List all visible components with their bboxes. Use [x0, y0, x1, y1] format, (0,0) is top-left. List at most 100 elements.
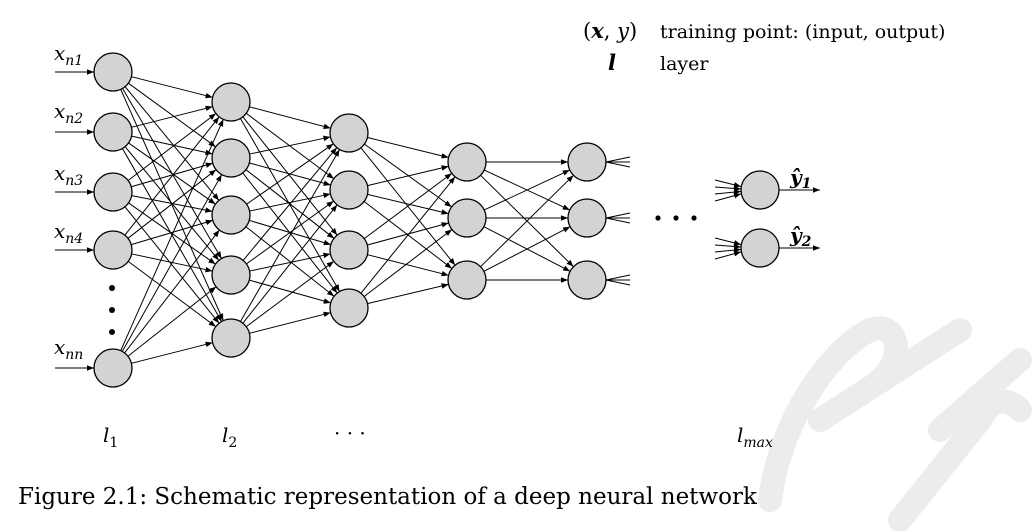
edge-l3-n4-to-n2 [363, 229, 453, 297]
hidden-layers-ellipsis [655, 215, 697, 221]
input-label-xnn: xnn [54, 335, 83, 363]
legend-training-point-symbol: (x, y) [583, 18, 637, 43]
neuron-layer3-1 [329, 113, 369, 153]
outgoing-stub-3-c [605, 279, 631, 286]
edge-l2-n2-to-n1 [249, 135, 331, 155]
incoming-stub-2-4 [714, 251, 742, 260]
edge-l1-n2-to-n2 [131, 135, 213, 156]
edge-l3-n3-to-n2 [367, 222, 449, 246]
input-label-xn3: xn3 [54, 161, 83, 189]
incoming-stub-2-2 [714, 243, 742, 250]
incoming-stub-1-4 [714, 193, 742, 202]
edge-l1-n4-to-n1 [124, 116, 220, 236]
outgoing-stub-2-c [605, 217, 631, 224]
input-label-xn2: xn2 [54, 99, 83, 127]
incoming-stub-2-3 [714, 247, 742, 253]
neuron-layer2-1 [211, 82, 251, 122]
edge-l1-n4-to-n5 [127, 260, 217, 328]
edge-l1-n5-to-n1 [120, 119, 224, 351]
neuron-layer2-3 [211, 195, 251, 235]
edge-l3-n2-to-n1 [367, 165, 449, 187]
outgoing-stub-2-a [605, 212, 631, 219]
edge-l1-n5-to-n2 [121, 174, 223, 352]
layer-label-lmax: lmax [737, 423, 773, 451]
edge-l1-n1-to-n3 [124, 86, 220, 201]
edge-l1-n2-to-n1 [131, 105, 213, 128]
edge-l1-n3-to-n4 [128, 202, 216, 265]
layer-label-l2: l2 [222, 423, 237, 451]
neuron-layer5-1 [567, 142, 607, 182]
neuron-layer3-2 [329, 170, 369, 210]
edge-l2-n1-to-n1 [249, 106, 331, 130]
output-label-y2: ŷ2 [789, 223, 812, 250]
neuron-layer3-4 [329, 288, 369, 328]
edge-l2-n5-to-n2 [242, 204, 338, 324]
edge-l1-n3-to-n5 [124, 206, 220, 324]
edge-l1-n1-to-n2 [128, 82, 216, 148]
edge-l3-n3-to-n3 [367, 254, 449, 277]
edge-l2-n5-to-n4 [249, 311, 331, 334]
neuron-layer1-5 [93, 348, 133, 388]
output-label-y1: ŷ1 [789, 165, 811, 192]
incoming-stub-1-1 [714, 179, 742, 188]
incoming-stub-1-3 [714, 189, 742, 195]
edge-l1-n5-to-n4 [127, 286, 217, 357]
neuron-layer2-4 [211, 255, 251, 295]
edge-l2-n4-to-n2 [246, 200, 334, 265]
neuron-layer4-1 [447, 142, 487, 182]
edge-l1-n1-to-n1 [131, 76, 213, 99]
draft-watermark [758, 316, 1032, 531]
legend-training-point-desc: training point: (input, output) [660, 21, 945, 43]
neuron-layer3-3 [329, 230, 369, 270]
figure-caption: Figure 2.1: Schematic representation of … [18, 484, 758, 510]
edge-l1-n5-to-n3 [124, 229, 220, 354]
outgoing-stub-1-c [605, 161, 631, 168]
input-label-xn1: xn1 [54, 41, 83, 69]
neuron-layer6-1 [740, 170, 780, 210]
input-label-xn4: xn4 [54, 219, 83, 247]
edge-l2-n4-to-n4 [249, 279, 331, 304]
edge-l1-n2-to-n3 [128, 142, 216, 205]
edge-l3-n1-to-n1 [367, 137, 449, 159]
legend-layer-symbol: l [608, 50, 616, 75]
edge-l2-n3-to-n4 [245, 226, 335, 297]
edge-l2-n4-to-n1 [242, 147, 338, 261]
edge-l3-n3-to-n1 [363, 172, 453, 240]
neuron-layer4-2 [447, 198, 487, 238]
incoming-stub-2-1 [714, 237, 742, 246]
edge-l1-n3-to-n1 [127, 113, 217, 181]
edge-l3-n4-to-n1 [360, 176, 456, 294]
edge-l4-n2-to-n1 [484, 169, 570, 211]
edge-l1-n4-to-n2 [127, 169, 217, 239]
neuron-layer1-2 [93, 112, 133, 152]
edge-l2-n4-to-n3 [249, 252, 331, 272]
legend-layer-desc: layer [660, 53, 709, 75]
neuron-layer2-5 [211, 318, 251, 358]
edge-l2-n3-to-n1 [246, 143, 334, 205]
outgoing-stub-1-a [605, 156, 631, 163]
edge-l1-n1-to-n5 [120, 89, 224, 321]
edge-l2-n1-to-n3 [242, 116, 338, 236]
edge-l4-n3-to-n2 [483, 226, 571, 272]
neuron-layer1-3 [93, 172, 133, 212]
outgoing-stub-3-a [605, 274, 631, 281]
network-edges [55, 69, 820, 371]
edge-l1-n4-to-n3 [131, 219, 213, 246]
neuron-layer2-2 [211, 138, 251, 178]
incoming-stub-1-2 [714, 185, 742, 192]
edge-l2-n5-to-n3 [245, 260, 335, 328]
edge-l2-n5-to-n1 [240, 149, 340, 322]
neuron-layer6-2 [740, 228, 780, 268]
edge-l2-n1-to-n4 [240, 118, 340, 292]
neuron-layer4-3 [447, 260, 487, 300]
input-ellipsis-dots [109, 285, 115, 335]
edge-l3-n2-to-n2 [367, 193, 449, 215]
neuron-layer5-2 [567, 198, 607, 238]
neuron-layer1-4 [93, 230, 133, 270]
edge-l1-n5-to-n5 [131, 341, 213, 364]
edge-l3-n4-to-n3 [367, 283, 449, 305]
edge-l2-n3-to-n2 [249, 192, 331, 212]
neuron-layer5-3 [567, 260, 607, 300]
edge-l4-n3-to-n1 [480, 174, 574, 268]
